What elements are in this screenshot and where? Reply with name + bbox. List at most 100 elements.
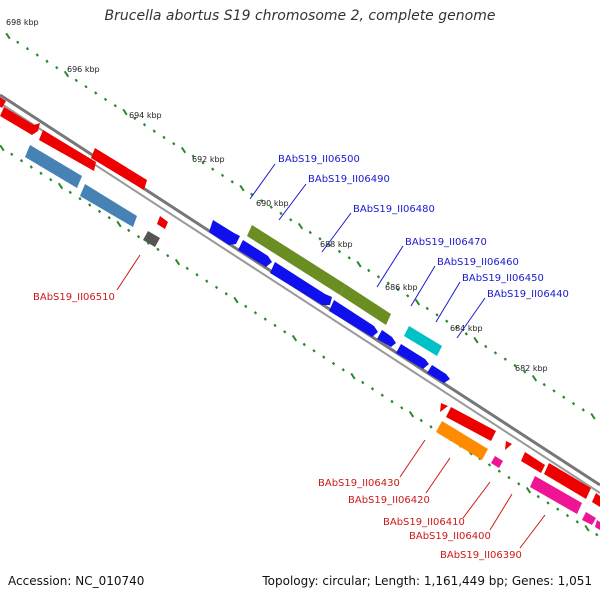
gene-feature[interactable] bbox=[404, 326, 442, 356]
gene-feature[interactable] bbox=[238, 240, 272, 267]
leader-line bbox=[399, 439, 426, 478]
gene-feature[interactable] bbox=[39, 130, 96, 171]
leader-line bbox=[462, 481, 491, 519]
gene-feature[interactable] bbox=[270, 262, 332, 305]
gene-feature[interactable] bbox=[595, 520, 600, 530]
gene-feature[interactable] bbox=[436, 421, 488, 460]
gene-label[interactable]: BAbS19_II06510 bbox=[33, 292, 115, 303]
gene-feature[interactable] bbox=[396, 344, 429, 369]
ruler-minor-tick bbox=[205, 279, 209, 283]
ruler-minor-tick bbox=[380, 393, 384, 397]
gene-feature[interactable] bbox=[143, 231, 160, 247]
ruler-major-tick bbox=[584, 524, 590, 532]
ruler-major-tick bbox=[291, 334, 298, 342]
gene-feature[interactable] bbox=[446, 407, 496, 441]
ruler-minor-tick bbox=[191, 154, 195, 159]
gene-label[interactable]: BAbS19_II06480 bbox=[353, 204, 435, 215]
gene-feature[interactable] bbox=[329, 300, 378, 337]
leader-line bbox=[489, 493, 513, 531]
ruler-major-tick bbox=[233, 296, 239, 304]
gene-label[interactable]: BAbS19_II06440 bbox=[487, 289, 569, 300]
gene-feature[interactable] bbox=[0, 97, 6, 108]
gene-feature[interactable] bbox=[377, 330, 396, 347]
ruler-minor-tick bbox=[546, 501, 550, 505]
gene-feature[interactable] bbox=[544, 463, 591, 499]
ruler-minor-tick bbox=[127, 228, 131, 233]
gene-label[interactable]: BAbS19_II06410 bbox=[383, 517, 465, 528]
ruler-major-tick bbox=[297, 222, 304, 230]
ruler-minor-tick bbox=[94, 91, 98, 95]
ruler-major-tick bbox=[0, 144, 5, 152]
gene-label[interactable]: BAbS19_II06460 bbox=[437, 257, 519, 268]
gene-label[interactable]: BAbS19_II06470 bbox=[405, 237, 487, 248]
ruler-label: 688 kbp bbox=[320, 240, 353, 249]
ruler-minor-tick bbox=[425, 306, 429, 311]
ruler-minor-tick bbox=[503, 357, 507, 361]
ruler-minor-tick bbox=[484, 344, 488, 349]
ruler-minor-tick bbox=[224, 292, 228, 296]
ruler-minor-tick bbox=[542, 382, 546, 387]
gene-label[interactable]: BAbS19_II06450 bbox=[462, 273, 544, 284]
ruler-minor-tick bbox=[419, 418, 423, 423]
gene-feature[interactable] bbox=[340, 284, 391, 325]
leader-line bbox=[425, 457, 451, 494]
gene-feature[interactable] bbox=[157, 216, 168, 229]
gene-label[interactable]: BAbS19_II06400 bbox=[409, 531, 491, 542]
gene-feature[interactable] bbox=[505, 441, 512, 450]
ruler-minor-tick bbox=[49, 177, 53, 182]
gene-feature[interactable] bbox=[582, 512, 596, 525]
ruler-minor-tick bbox=[341, 368, 345, 372]
gene-feature[interactable] bbox=[91, 148, 147, 190]
ruler-label: 692 kbp bbox=[192, 155, 225, 164]
gene-label[interactable]: BAbS19_II06390 bbox=[440, 550, 522, 561]
ruler-major-tick bbox=[414, 298, 421, 306]
ruler-minor-tick bbox=[273, 323, 277, 328]
ruler-minor-tick bbox=[513, 363, 517, 368]
ruler-minor-tick bbox=[172, 141, 176, 146]
leader-line bbox=[519, 514, 546, 549]
ruler-major-tick bbox=[239, 184, 245, 192]
gene-feature[interactable] bbox=[440, 403, 448, 412]
ruler-minor-tick bbox=[289, 218, 293, 222]
ruler-major-tick bbox=[174, 258, 181, 266]
ruler-major-tick bbox=[356, 260, 362, 268]
ruler-minor-tick bbox=[497, 469, 501, 473]
ruler-minor-tick bbox=[269, 205, 273, 209]
gene-feature[interactable] bbox=[25, 145, 82, 188]
ruler-minor-tick bbox=[55, 65, 59, 70]
ruler-minor-tick bbox=[302, 342, 306, 347]
ruler-minor-tick bbox=[435, 313, 439, 317]
leader-line bbox=[376, 245, 404, 288]
ruler-minor-tick bbox=[10, 152, 14, 157]
gene-feature[interactable] bbox=[530, 476, 582, 514]
gene-label[interactable]: BAbS19_II06420 bbox=[348, 495, 430, 506]
ruler-minor-tick bbox=[386, 281, 390, 285]
ruler-minor-tick bbox=[565, 513, 570, 518]
ruler-major-tick bbox=[525, 486, 532, 494]
gene-feature[interactable] bbox=[80, 184, 137, 227]
leader-line bbox=[435, 281, 461, 323]
ruler-minor-tick bbox=[103, 97, 108, 102]
gene-feature[interactable] bbox=[521, 452, 545, 473]
leader-line bbox=[410, 265, 436, 307]
reverse-genes bbox=[25, 145, 600, 530]
gene-feature[interactable] bbox=[0, 107, 40, 135]
ruler-minor-tick bbox=[35, 53, 39, 57]
ruler-label: 698 kbp bbox=[6, 18, 39, 27]
ruler-minor-tick bbox=[244, 304, 248, 309]
ruler-minor-tick bbox=[211, 167, 215, 171]
gene-feature[interactable] bbox=[209, 220, 240, 245]
gene-label[interactable]: BAbS19_II06500 bbox=[278, 154, 360, 165]
ruler-minor-tick bbox=[322, 355, 326, 359]
ruler-minor-tick bbox=[162, 135, 166, 140]
ruler-label: 690 kbp bbox=[256, 199, 289, 208]
gene-feature[interactable] bbox=[427, 365, 450, 383]
gene-feature[interactable] bbox=[247, 225, 345, 295]
ruler-minor-tick bbox=[347, 256, 351, 260]
ruler-major-tick bbox=[350, 372, 356, 380]
gene-feature[interactable] bbox=[491, 456, 503, 468]
gene-label[interactable]: BAbS19_II06430 bbox=[318, 478, 400, 489]
gene-label[interactable]: BAbS19_II06490 bbox=[308, 174, 390, 185]
gene-feature[interactable] bbox=[592, 493, 600, 507]
